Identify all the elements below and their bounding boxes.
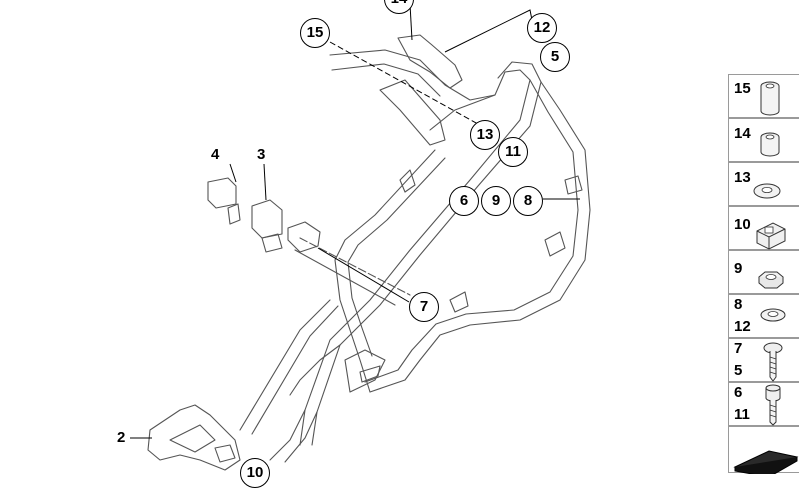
legend-cell-7-5[interactable]: 7 5: [728, 338, 799, 382]
legend-cell-6-11[interactable]: 6 11: [728, 382, 799, 426]
oval-head-screw-icon: [763, 342, 783, 382]
washer-icon: [760, 308, 786, 322]
callout-6[interactable]: 6: [449, 186, 479, 216]
legend-number: 8: [734, 296, 743, 313]
callout-10[interactable]: 10: [240, 458, 270, 488]
legend-cell-10[interactable]: 10: [728, 206, 799, 250]
legend-number: 5: [734, 362, 743, 379]
callout-7[interactable]: 7: [409, 292, 439, 322]
rubber-pad-icon: [733, 450, 799, 474]
legend-cell-13[interactable]: 13: [728, 162, 799, 206]
clip-nut-icon: [756, 222, 786, 250]
label-4[interactable]: 4: [211, 146, 220, 163]
legend-number: 10: [734, 216, 751, 233]
legend-cell-14[interactable]: 14: [728, 118, 799, 162]
callout-11[interactable]: 11: [498, 137, 528, 167]
label-2[interactable]: 2: [117, 429, 126, 446]
legend-cell-9[interactable]: 9: [728, 250, 799, 294]
socket-head-screw-icon: [765, 384, 781, 426]
legend-number: 14: [734, 125, 751, 142]
legend-number: 13: [734, 169, 751, 186]
callout-9[interactable]: 9: [481, 186, 511, 216]
legend-cell-15[interactable]: 15: [728, 74, 799, 118]
legend-number: 9: [734, 260, 743, 277]
callout-5[interactable]: 5: [540, 42, 570, 72]
callout-12[interactable]: 12: [527, 13, 557, 43]
parts-legend: 15 14 13 10 9: [728, 74, 799, 474]
legend-cell-pad[interactable]: [728, 426, 799, 474]
exploded-view-diagram: 14 15 12 5 13 11 6 9 8 7 10 4 3 2: [117, 0, 591, 488]
legend-number: 12: [734, 318, 751, 335]
label-3[interactable]: 3: [257, 146, 266, 163]
callout-8[interactable]: 8: [513, 186, 543, 216]
spacer-sleeve-short-icon: [760, 132, 780, 157]
legend-number: 11: [734, 406, 750, 423]
spacer-sleeve-long-icon: [760, 81, 780, 116]
callout-13[interactable]: 13: [470, 120, 500, 150]
hex-nut-icon: [758, 271, 784, 289]
frame-drawing: [130, 3, 591, 471]
legend-number: 15: [734, 80, 751, 97]
callout-15[interactable]: 15: [300, 18, 330, 48]
legend-number: 7: [734, 340, 743, 357]
legend-cell-8-12[interactable]: 8 12: [728, 294, 799, 338]
legend-number: 6: [734, 384, 743, 401]
washer-large-icon: [753, 183, 781, 199]
